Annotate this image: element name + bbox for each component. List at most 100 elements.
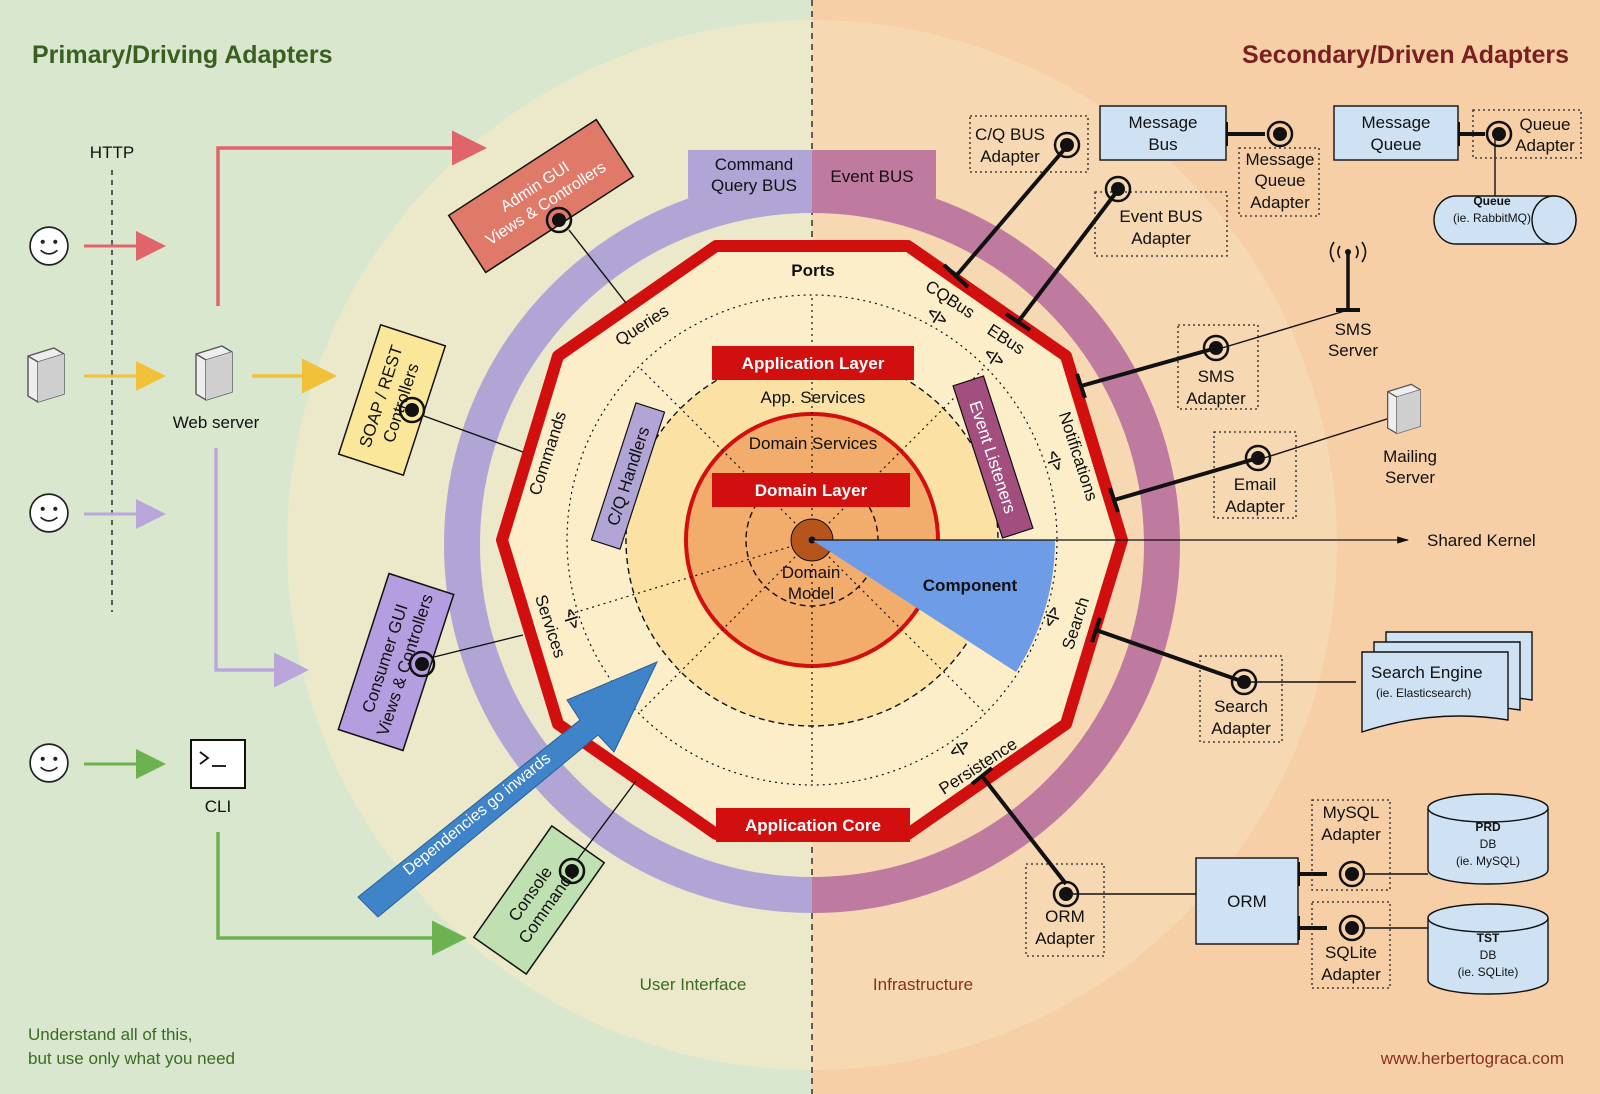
domain-model-label-1: Domain [782,563,841,582]
consumer-to-services-line [433,634,524,658]
services-port-glyph: <|> [562,606,583,630]
application-core-banner [716,808,910,842]
message-queue-box [1333,105,1459,161]
console-to-core-line [577,780,637,860]
queue-cylinder: Queue (ie. RabbitMQ) [1433,194,1577,245]
command-query-bus-ring [444,177,812,913]
web-to-admin-arrow [216,130,487,306]
search-port-glyph: <|> [1041,604,1062,628]
event-bus-ring [812,177,1180,913]
message-bus-label-1: Message [1129,113,1198,132]
mq-adapter-3: Adapter [1250,193,1310,212]
adapter-connectors [954,132,1485,930]
email-adapter-2: Adapter [1225,497,1285,516]
orm-box [1195,857,1299,945]
prd-db-label-2: DB [1480,837,1497,851]
application-layer-label: Application Layer [742,354,885,373]
primary-adapters-title: Primary/Driving Adapters [32,41,333,69]
search-engine-label-2: (ie. Elasticsearch) [1376,686,1471,700]
sqlite-adapter-1: SQLite [1325,943,1377,962]
smiley-icon [29,226,69,266]
antenna-icon [1329,241,1367,310]
cli-to-console-arrow [216,832,467,956]
tst-db-label-2: DB [1480,948,1497,962]
cli-label: CLI [205,797,231,816]
application-core-label: Application Core [745,816,881,835]
prd-db-label-3: (ie. MySQL) [1456,854,1520,868]
shared-kernel-label: Shared Kernel [1427,531,1536,550]
soap-to-commands-line [423,415,524,453]
note-line-1: Understand all of this, [28,1025,192,1044]
search-adapter-2: Adapter [1211,719,1271,738]
smiley-icon [29,743,69,783]
server-icon [27,347,65,403]
event-bus-adapter-2: Adapter [1131,229,1191,248]
web-to-consumer-arrow [214,448,309,688]
mailing-server-label-1: Mailing [1383,447,1437,466]
queue-adapter-1: Queue [1519,115,1570,134]
sms-server-label-2: Server [1328,341,1378,360]
queue-label-2: (ie. RabbitMQ) [1453,211,1531,225]
command-bus-tab [688,150,812,198]
adapter-dotted-boxes [969,109,1582,989]
event-bus-label: Event BUS [830,167,913,186]
message-bus-label-2: Bus [1148,135,1177,154]
queue-adapter-2: Adapter [1515,136,1575,155]
tst-db-label-3: (ie. SQLite) [1458,965,1519,979]
message-queue-label-2: Queue [1370,135,1421,154]
orm-adapter-1: ORM [1045,907,1085,926]
http-label: HTTP [90,143,134,162]
message-queue-label-1: Message [1362,113,1431,132]
sms-adapter-2: Adapter [1186,389,1246,408]
domain-layer-banner [712,473,910,507]
notifications-port-glyph: <|> [1045,448,1066,472]
mysql-adapter-1: MySQL [1323,803,1380,822]
mq-adapter-2: Queue [1254,171,1305,190]
orm-label: ORM [1227,892,1267,911]
website-label: www.herbertograca.com [1380,1049,1564,1068]
message-bus-box [1099,105,1227,161]
orm-adapter-2: Adapter [1035,929,1095,948]
terminal-icon [190,739,246,789]
console-commands-box: Console Commands [472,824,606,976]
radial-dotted-lines [566,295,986,785]
mailing-server-label-2: Server [1385,468,1435,487]
search-adapter-1: Search [1214,697,1268,716]
domain-layer-label: Domain Layer [755,481,868,500]
prd-db-cylinder: PRD DB (ie. MySQL) [1427,793,1549,885]
sms-adapter-1: SMS [1198,367,1235,386]
infrastructure-label: Infrastructure [873,975,973,994]
sms-server-label-1: SMS [1335,320,1372,339]
domain-model-label-2: Model [788,584,834,603]
command-bus-label-2: Query BUS [711,176,797,195]
web-server-icon [195,345,233,401]
note-line-2: but use only what you need [28,1049,235,1068]
cq-bus-adapter-1: C/Q BUS [975,125,1045,144]
queue-label-1: Queue [1473,194,1511,208]
command-bus-label-1: Command [715,155,793,174]
app-services-label: App. Services [761,388,866,407]
sqlite-adapter-2: Adapter [1321,965,1381,984]
event-bus-tab [812,150,936,198]
search-engine-docs: Search Engine (ie. Elasticsearch) [1361,631,1533,733]
component-wedge [812,540,1055,672]
cq-bus-adapter-2: Adapter [980,147,1040,166]
component-label: Component [923,576,1018,595]
smiley-icon [29,493,69,533]
tst-db-label-1: TST [1477,931,1500,945]
search-engine-label-1: Search Engine [1371,663,1483,682]
event-bus-adapter-1: Event BUS [1119,207,1202,226]
mysql-adapter-2: Adapter [1321,825,1381,844]
mq-adapter-1: Message [1246,150,1315,169]
user-interface-label: User Interface [640,975,747,994]
domain-services-label: Domain Services [749,434,878,453]
server-icon [1386,383,1422,435]
admin-to-queries-line [568,229,627,304]
prd-db-label-1: PRD [1475,820,1501,834]
tst-db-cylinder: TST DB (ie. SQLite) [1427,903,1549,995]
web-server-label: Web server [173,413,260,432]
email-adapter-1: Email [1234,475,1277,494]
ports-label: Ports [791,261,834,280]
application-layer-banner [712,346,914,380]
